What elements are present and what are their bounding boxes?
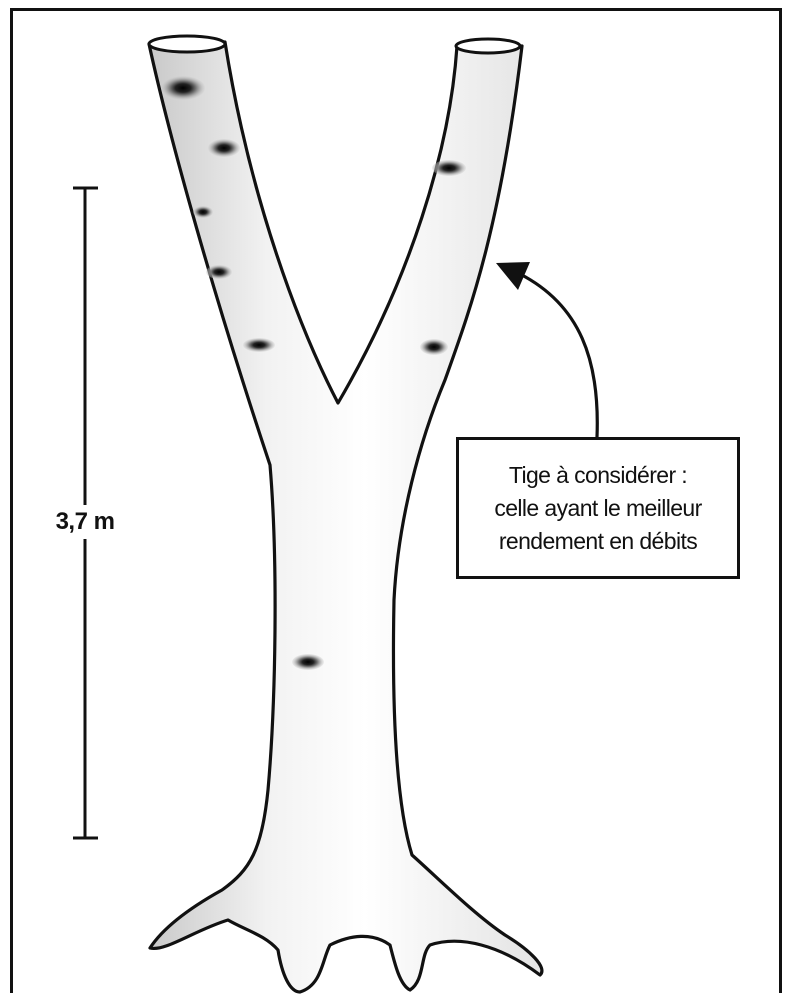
callout-box: Tige à considérer : celle ayant le meill… [456,437,740,579]
callout-line-1: Tige à considérer : [509,459,687,492]
knot [420,339,448,355]
knot [208,139,240,157]
callout-line-3: rendement en débits [499,525,697,558]
right-stem-cap [456,39,520,53]
height-label: 3,7 m [40,505,130,539]
knot [432,160,466,176]
knot [292,654,324,670]
knot [193,206,213,218]
knot [206,265,232,279]
knot [161,76,205,100]
callout-line-2: celle ayant le meilleur [494,492,701,525]
knot [243,338,275,352]
callout-arrow [496,262,597,437]
left-stem-cap [149,36,225,52]
